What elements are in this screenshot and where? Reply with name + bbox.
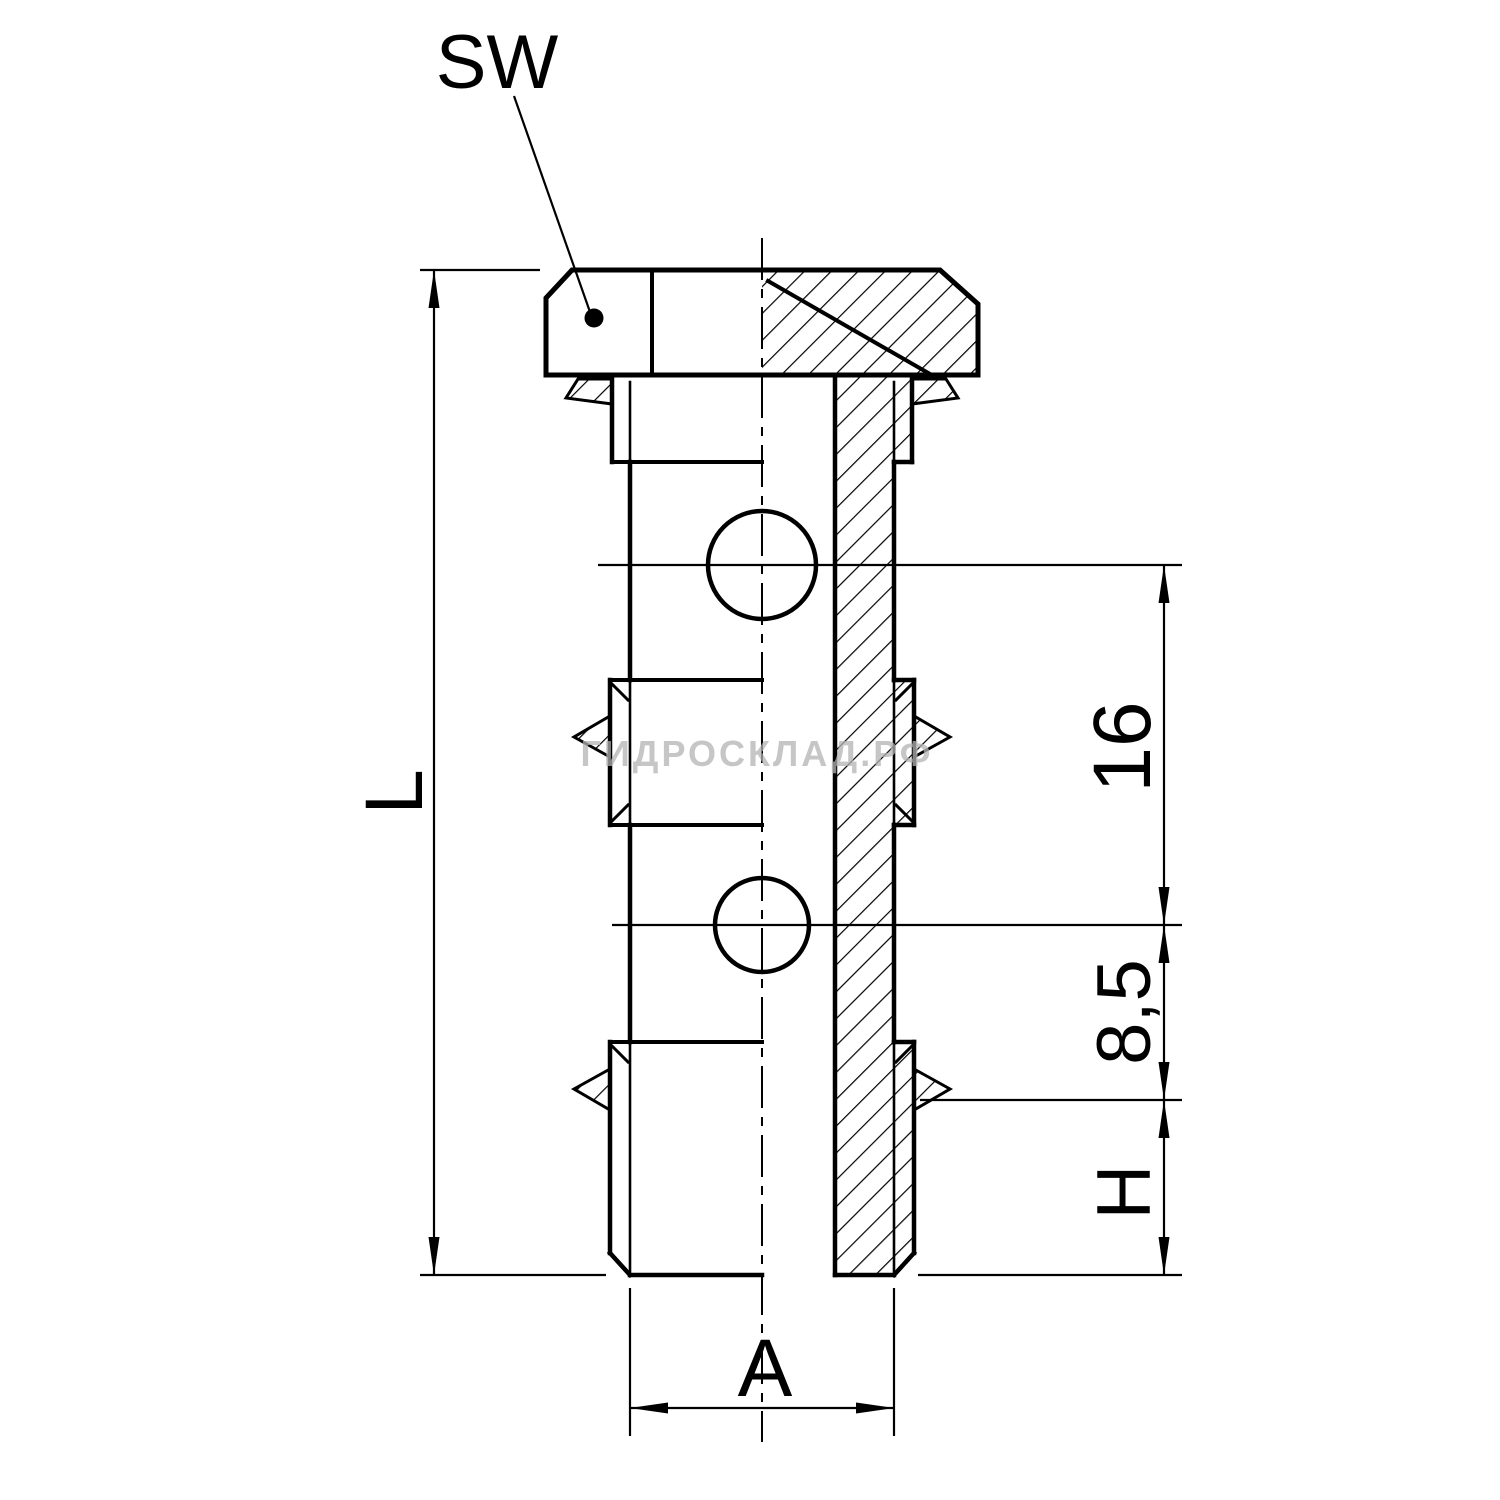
thread-chamfer-tr xyxy=(893,1041,917,1065)
dimensions: SW L 16 8,5 H A xyxy=(349,20,1182,1436)
label-thread-size: A xyxy=(738,1323,793,1414)
dimension-arrows xyxy=(428,270,1170,1414)
label-thread-length: H xyxy=(1082,1165,1167,1220)
arrow-A-left xyxy=(630,1402,668,1414)
arrow-16-bottom xyxy=(1158,887,1170,925)
arrow-A-right xyxy=(856,1402,894,1414)
arrow-L-bottom xyxy=(428,1237,440,1275)
bottom-thread-left xyxy=(570,1066,612,1113)
watermark-text: ГИДРОСКЛАД.РФ xyxy=(581,733,934,774)
label-hole-to-thread: 8,5 xyxy=(1082,959,1167,1065)
collar-chamfer-br xyxy=(893,802,917,826)
label-hole-spacing: 16 xyxy=(1077,701,1168,792)
sw-leader-line xyxy=(512,95,592,313)
arrow-85-top xyxy=(1158,925,1170,963)
part-outline xyxy=(543,267,981,1279)
label-overall-length: L xyxy=(349,769,440,815)
sw-reference-dot xyxy=(584,308,604,328)
arrow-16-top xyxy=(1158,565,1170,603)
chamfer-bottom-right xyxy=(890,1249,918,1279)
arrow-85-bottom xyxy=(1158,1062,1170,1100)
head-section-hatch xyxy=(762,270,978,375)
collar-chamfer-tl xyxy=(607,679,631,703)
arrow-H-top xyxy=(1158,1100,1170,1138)
underhead-washer-right xyxy=(910,377,961,406)
chamfer-bottom-left xyxy=(606,1249,634,1279)
hex-head-outline xyxy=(543,267,981,378)
thread-chamfer-tl xyxy=(607,1041,631,1065)
label-wrench-size: SW xyxy=(436,20,559,105)
arrow-H-bottom xyxy=(1158,1237,1170,1275)
collar-chamfer-bl xyxy=(607,802,631,826)
bottom-thread-right xyxy=(912,1066,954,1113)
head-chamfer-edge xyxy=(765,278,933,377)
collar-chamfer-tr xyxy=(893,679,917,703)
underhead-washer-left xyxy=(563,377,614,406)
arrow-L-top xyxy=(428,270,440,308)
